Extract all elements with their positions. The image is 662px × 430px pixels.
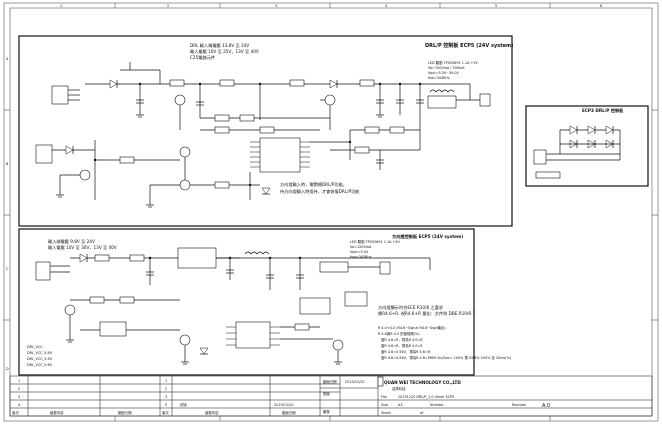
tb-rev-col-label-2: 變更內容 (205, 410, 219, 415)
col-number: 3 (275, 4, 277, 8)
formula-line: R 4.6與R 4.0 的值相關(%) (378, 331, 420, 336)
tb-row-num: 2 (165, 387, 167, 391)
row-letter: B (6, 162, 9, 166)
col-number: 4 (385, 4, 387, 8)
tb-row-num: 5 (165, 403, 167, 407)
spec-line: 方向燈顯示符合ECE R10/6 之要求 (378, 304, 444, 311)
col-number: 1 (60, 4, 62, 8)
frame-column-numbers: 1 2 3 4 5 6 (60, 4, 602, 8)
tb-company: QUAN WEI TECHNOLOGY CO.,LTD (384, 380, 461, 385)
tb-row-num: 1 (165, 379, 167, 383)
panel-top-note: 輸入電壓 10V 至 25V，13V 至 40V (190, 48, 259, 55)
title-block: 1 2 3 4 1 2 3 5 初版 2019/12/20 版次 變更內容 圖面… (9, 375, 653, 417)
tb-rev-change-date: 2019/12/20 (274, 403, 294, 407)
tb-number-label: Number (430, 403, 444, 407)
tb-date-label: 圖面日期 (323, 379, 337, 384)
tb-file-value: 20191220 DRL/P_1.0 driver ECP5 (398, 395, 454, 399)
tb-row-num: 2 (18, 387, 20, 391)
tb-revision-label-2: 版次 (162, 410, 169, 415)
input-label: DRL_VCC (27, 345, 43, 349)
panel-drl-top: DRL/P 控制板 ECP5 (24V system) DRL 輸入端電壓 13… (18, 35, 513, 227)
tb-size-value: A3 (398, 403, 402, 407)
col-number: 2 (167, 4, 169, 8)
tb-date-value: 2019/12/20 (345, 380, 365, 384)
input-label: DRL_VCC_5.6V (27, 357, 53, 361)
tb-rev-date-label-2: 圖面日期 (282, 410, 296, 415)
tb-revision-value: A.0 (542, 403, 550, 409)
panel-top-note: C25電路元件 (190, 54, 215, 61)
frame-row-letters: A B C D (6, 57, 9, 371)
row-letter: D (6, 367, 9, 371)
sheet-frame (3, 2, 659, 422)
tb-size-label: Size (381, 403, 388, 407)
input-label: DRL_VCC_5.6V (27, 363, 53, 367)
annotation-line: 持方向燈輸入時保持，才會恢復DRL/P功能 (280, 188, 360, 195)
panel-bottom-title: 方向燈控制板 ECP5 (24V system) (392, 233, 463, 240)
tb-sheet-label: Sheet (381, 411, 391, 415)
panel-bottom-note: 輸入端電壓 9.8V 至 24V (48, 238, 95, 245)
tb-approval-label: 審核 (323, 409, 330, 414)
formula-line: 當R 4.6=0.56V，視為R 4.6=R (381, 349, 431, 354)
panel-ecp3-side: ECP3 DRL/P 控制板 (525, 105, 649, 187)
row-letter: A (6, 57, 9, 61)
annotation-line: 方向燈輸入時，需關閉DRL/P功能。 (280, 181, 347, 188)
tb-of-label: of (420, 411, 424, 415)
formula-line: 當R 4.6=R，視為R 4.0=R (381, 337, 423, 342)
chip-note: LED 驅動 TPS92691 1.1A +5V (350, 239, 400, 244)
input-label: DRL_VCC_5.6V (27, 351, 53, 355)
tb-file-label: File (381, 395, 387, 399)
tb-rev-change: 初版 (180, 402, 187, 407)
tb-row-num: 3 (18, 395, 20, 399)
tb-row-num: 3 (165, 395, 167, 399)
tb-revision-label: 版次 (12, 410, 19, 415)
chip-param: Vo=7000mA / 200mA (428, 66, 465, 70)
chip-note: LED 驅動 TPS92691 1.1A +5V (428, 60, 478, 65)
panel-bottom-note: 輸入電壓 10V 至 30V，13V 至 40V (48, 244, 117, 251)
panel-turn-bottom: 方向燈控制板 ECP5 (24V system) 輸入端電壓 9.8V 至 24… (18, 228, 512, 376)
chip-param: fsw=343KHz (350, 255, 372, 259)
tb-row-num: 1 (18, 379, 20, 383)
panel-top-note: DRL 輸入端電壓 13.8V 至 24V (190, 42, 249, 49)
tb-company-cn: 遠偉科技 (392, 386, 406, 391)
tb-drawn-label: 繪圖 (323, 391, 330, 396)
chip-param: Vo=1200mA (350, 245, 372, 249)
row-letter: C (6, 267, 9, 271)
tb-rev-date-label: 圖面日期 (118, 410, 132, 415)
col-number: 5 (495, 4, 497, 8)
tb-rev-small-label: Revision (512, 403, 526, 407)
col-number: 6 (600, 4, 602, 8)
panel-top-title: DRL/P 控制板 ECP5 (24V system) (425, 42, 513, 49)
panel-side-title: ECP3 DRL/P 控制板 (582, 107, 624, 114)
formula-line: R 4.0+4.0 (R4.6~Signal R4.8~Sign輸出) (378, 325, 446, 330)
chip-param: Vout=5.3V~30.0V (428, 71, 460, 75)
chip-param: fsw=343KHz (428, 76, 450, 80)
tb-row-num: 4 (18, 403, 20, 407)
chip-param: Vout=5.4V (350, 250, 369, 254)
formula-line: 當R 4.6=0.56V，視為R 4.6=PWM Sin/Sec= 100% 視… (381, 355, 512, 360)
formula-line: 當R 4.6=R，視為R 4.0=R (381, 343, 423, 348)
spec-line: 需R4.6+R. 視R4.6+R 量化：文件與 DBE R10/6-1 (378, 310, 476, 317)
tb-rev-col-label: 變更內容 (50, 410, 64, 415)
